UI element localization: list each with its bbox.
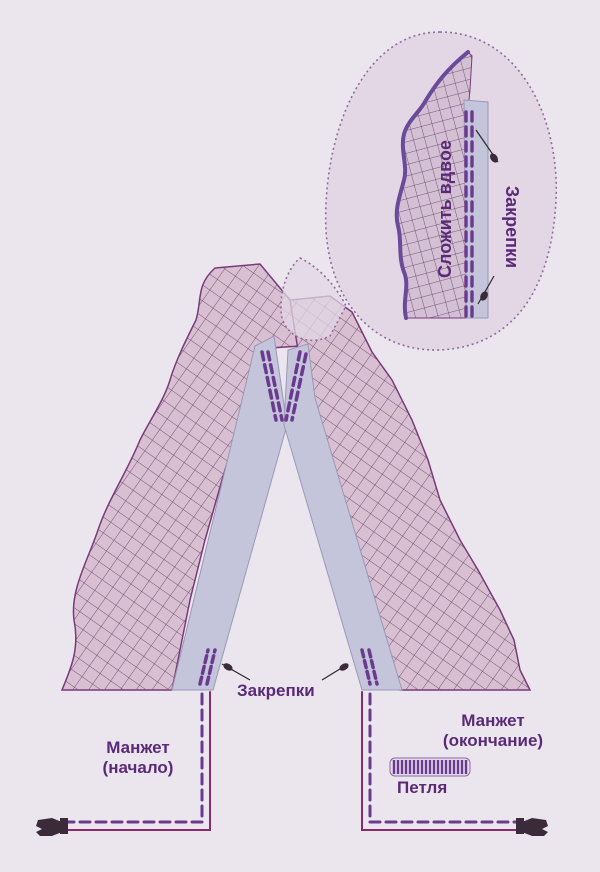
pin-icon xyxy=(475,129,499,163)
cuff-end-path xyxy=(361,691,524,831)
callout-connector xyxy=(280,257,347,342)
cuff-end-line1: Манжет xyxy=(461,711,525,730)
loop-label: Петля xyxy=(397,778,447,798)
pointing-hand-icon xyxy=(516,818,548,836)
strip-right xyxy=(283,343,403,691)
strip-left xyxy=(171,335,288,691)
callout-folded-strip xyxy=(463,99,489,319)
pin-icon xyxy=(477,275,495,305)
pin-icon xyxy=(221,663,251,681)
cuff-start-path xyxy=(60,691,211,831)
stitches-top xyxy=(260,350,308,422)
loop-stitch xyxy=(389,757,471,777)
cuff-end-line2: (окончание) xyxy=(442,731,544,750)
pin-icon xyxy=(321,663,349,681)
cuff-start-line2: (начало) xyxy=(102,758,174,777)
pins-callout-label: Закрепки xyxy=(502,177,522,277)
cuff-start-label: Манжет (начало) xyxy=(88,738,188,778)
cuff-start-line1: Манжет xyxy=(106,738,170,757)
pins-bottom-label: Закрепки xyxy=(237,681,315,701)
pins-bottom-text: Закрепки xyxy=(237,681,315,700)
magnified-callout xyxy=(280,31,558,351)
stitches-bottom xyxy=(198,648,379,686)
loop-text: Петля xyxy=(397,778,448,797)
pins-callout-text: Закрепки xyxy=(502,185,522,269)
folded-edge-strips xyxy=(171,335,403,691)
pointing-hand-icon xyxy=(36,818,68,836)
net-left-half xyxy=(60,263,301,691)
cuff-end-label: Манжет (окончание) xyxy=(428,711,558,751)
fold-in-half-label: Сложить вдвое xyxy=(435,140,455,278)
fold-in-half-text: Сложить вдвое xyxy=(435,140,455,278)
callout-net-edge xyxy=(394,50,470,320)
